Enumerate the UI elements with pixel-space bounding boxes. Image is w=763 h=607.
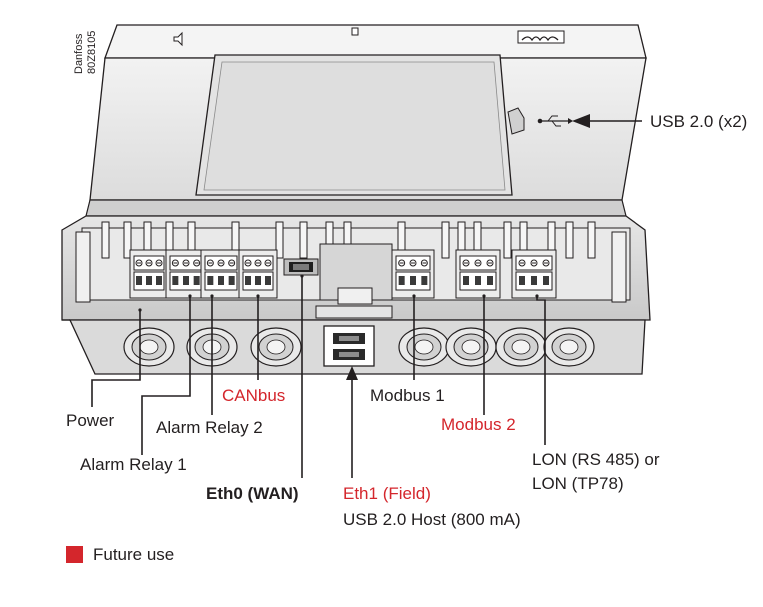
modbus1-label: Modbus 1 bbox=[370, 386, 445, 405]
eth1-usb-port bbox=[323, 325, 375, 367]
terminal-blocks bbox=[129, 249, 557, 299]
power-label: Power bbox=[66, 411, 115, 430]
cable-gland bbox=[445, 327, 497, 367]
cable-gland bbox=[398, 327, 450, 367]
central-bay bbox=[315, 243, 393, 319]
housing-top bbox=[85, 24, 647, 217]
leader-dots bbox=[138, 274, 539, 312]
side-hinges bbox=[75, 231, 627, 303]
code-vertical-text: 80Z8105 bbox=[86, 30, 98, 74]
modbus2-label: Modbus 2 bbox=[441, 415, 516, 434]
terminal-block bbox=[238, 249, 278, 299]
terminal-block bbox=[391, 249, 435, 299]
housing-rib bbox=[275, 221, 284, 259]
leader-lines bbox=[91, 120, 642, 478]
housing-rib bbox=[101, 221, 110, 259]
housing-rib bbox=[299, 221, 308, 259]
cable-gland bbox=[543, 327, 595, 367]
danfoss-logo bbox=[517, 30, 565, 44]
eth0-label: Eth0 (WAN) bbox=[206, 484, 299, 503]
usb-host-label: USB 2.0 Host (800 mA) bbox=[343, 510, 521, 529]
alarm-relay-2-label: Alarm Relay 2 bbox=[156, 418, 263, 437]
brand-vertical-text: Danfoss bbox=[73, 33, 85, 74]
usb-top-label: USB 2.0 (x2) bbox=[650, 112, 748, 131]
housing-rib bbox=[565, 221, 574, 259]
future-use-swatch bbox=[66, 546, 83, 563]
arrow-heads bbox=[346, 114, 590, 380]
housing-rib bbox=[441, 221, 450, 259]
terminal-block bbox=[455, 249, 501, 299]
cable-gland bbox=[123, 327, 175, 367]
housing-rib bbox=[123, 221, 132, 259]
future-use-label: Future use bbox=[93, 545, 175, 564]
terminal-block bbox=[129, 249, 169, 299]
housing-rib bbox=[587, 221, 596, 259]
lon-label-line1: LON (RS 485) or bbox=[532, 450, 660, 469]
terminal-block bbox=[511, 249, 557, 299]
canbus-label: CANbus bbox=[222, 386, 286, 405]
terminal-block bbox=[200, 249, 242, 299]
eth0-port bbox=[283, 258, 319, 276]
eth1-label: Eth1 (Field) bbox=[343, 484, 431, 503]
cable-gland bbox=[495, 327, 547, 367]
housing-rib bbox=[503, 221, 512, 259]
cable-gland bbox=[250, 327, 302, 367]
usb-arrow-head bbox=[572, 114, 590, 128]
eth1-arrow-head bbox=[346, 366, 358, 380]
alarm-relay-1-label: Alarm Relay 1 bbox=[80, 455, 187, 474]
terminal-block bbox=[165, 249, 207, 299]
lon-label-line2: LON (TP78) bbox=[532, 474, 624, 493]
